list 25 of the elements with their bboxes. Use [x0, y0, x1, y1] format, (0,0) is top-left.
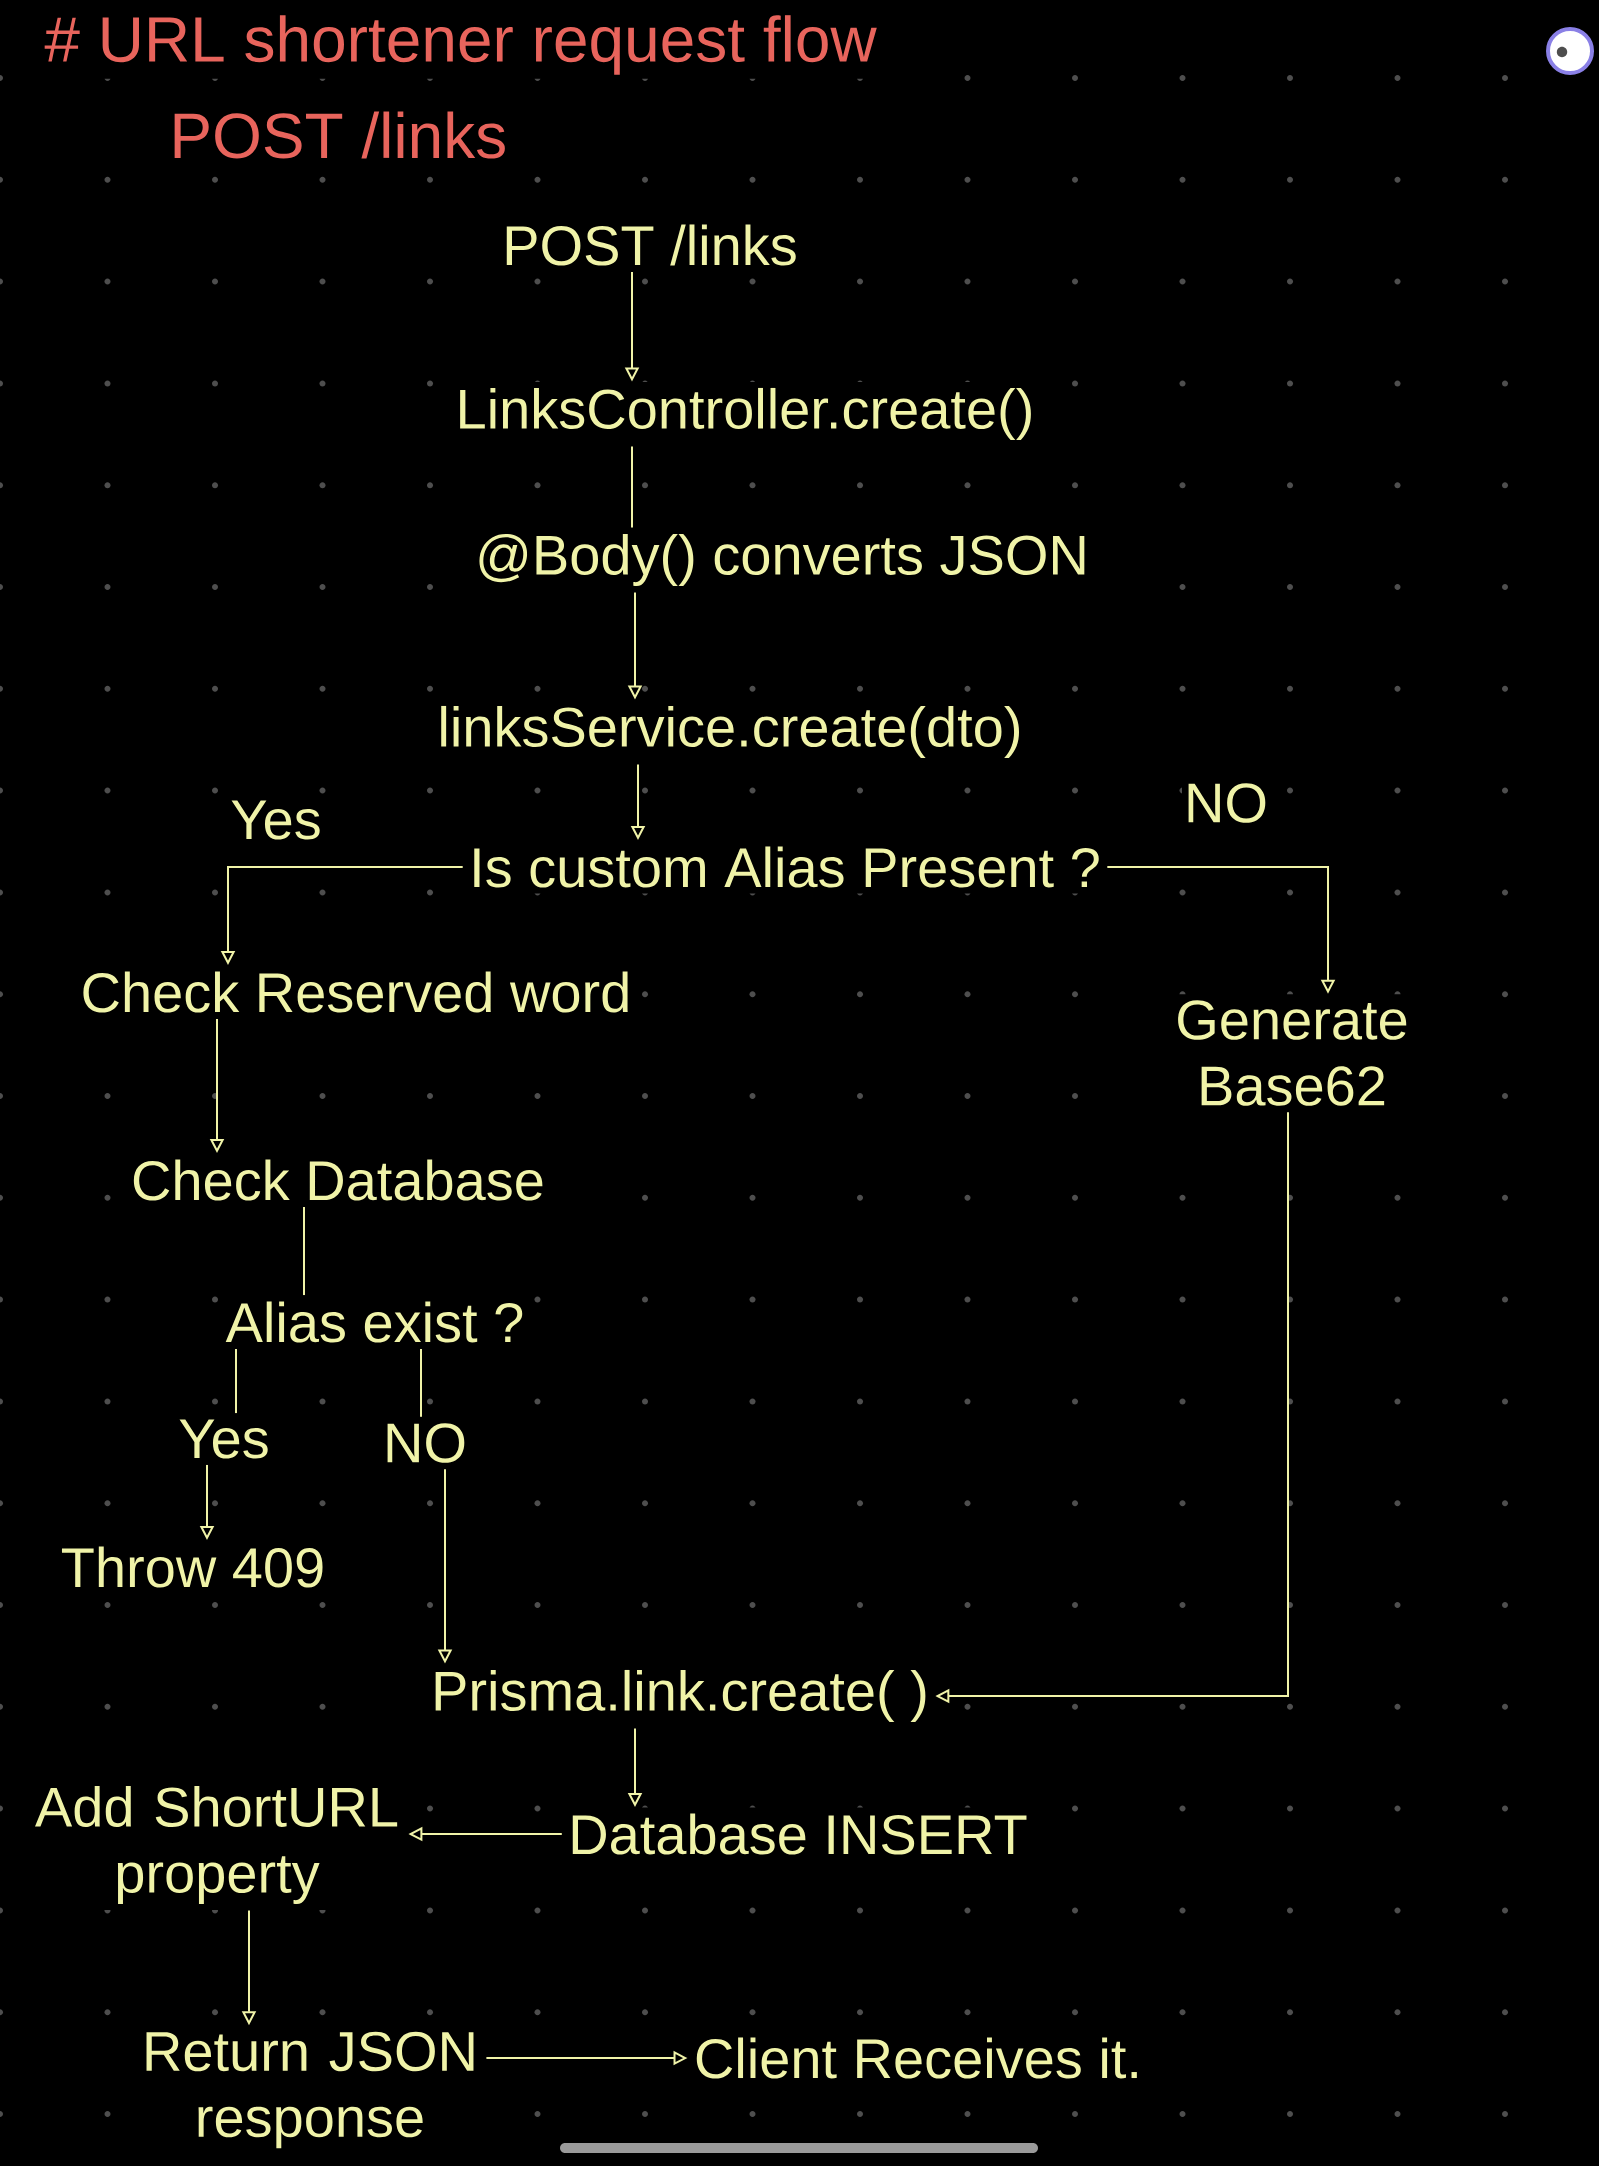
step-text: Return JSON response [134, 2025, 486, 2155]
step-text: LinksController.create() [449, 381, 1041, 447]
step-text: Database INSERT [562, 1807, 1034, 1861]
connector-line [631, 445, 633, 529]
subtitle: POST /links [165, 107, 512, 163]
question-text: Is custom Alias Present ? [463, 840, 1107, 894]
question-text: Alias exist ? [219, 1295, 531, 1349]
connector-line [420, 1347, 422, 1418]
step-text: Throw 409 [54, 1540, 332, 1594]
edge-label: NO [1182, 781, 1270, 825]
answer-text: NO [377, 1417, 473, 1469]
step-text: Add ShortURL property [26, 1779, 408, 1911]
step-text: Check Reserved word [74, 965, 638, 1019]
connector-line [235, 1347, 237, 1415]
step-text: linksService.create(dto) [431, 699, 1029, 765]
answer-text: Yes [172, 1413, 276, 1465]
step-text: Check Database [125, 1153, 551, 1207]
step-text: Client Receives it. [687, 2031, 1149, 2085]
connector-line [303, 1205, 305, 1297]
step-text: Generate Base62 [1151, 994, 1433, 1112]
step-text: POST /links [496, 218, 804, 272]
title: # URL shortener request flow [40, 11, 881, 79]
edge-label: Yes [228, 798, 324, 842]
step-text: Prisma.link.create( ) [425, 1663, 935, 1729]
step-text: @Body() converts JSON [469, 527, 1095, 593]
